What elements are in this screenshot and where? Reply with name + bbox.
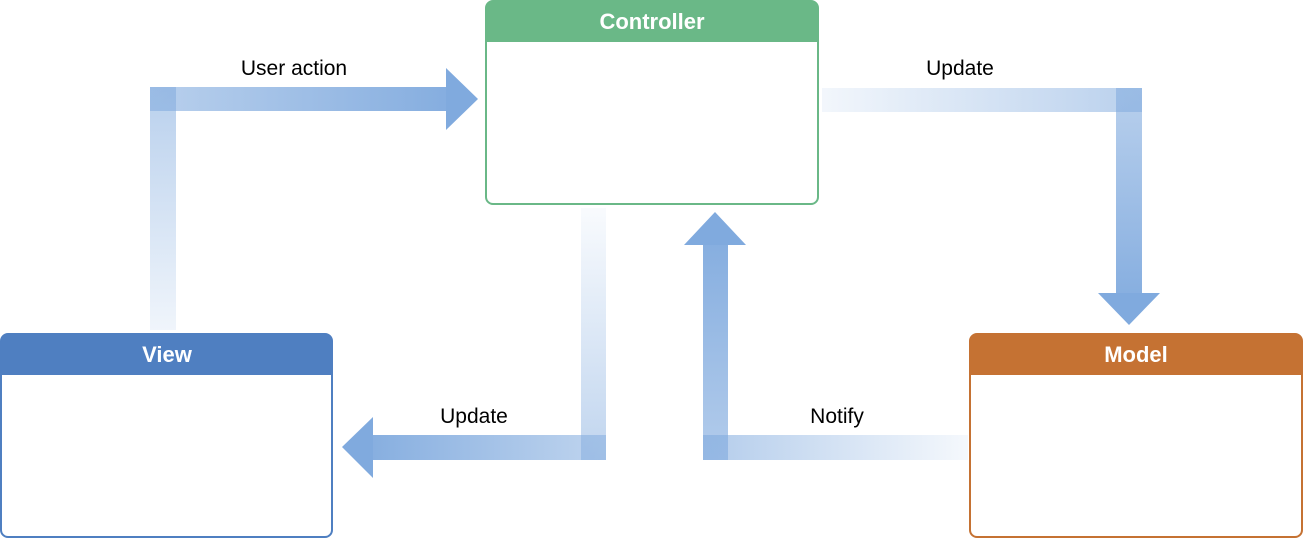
update-model-label: Update bbox=[926, 57, 994, 80]
view-box: View bbox=[0, 333, 333, 538]
controller-title: Controller bbox=[599, 9, 705, 34]
update-model-arrow bbox=[822, 88, 1160, 325]
controller-box: Controller bbox=[485, 0, 819, 205]
view-header bbox=[1, 334, 332, 375]
update-view-label: Update bbox=[440, 405, 508, 428]
controller-header bbox=[486, 1, 818, 42]
user-action-arrow bbox=[150, 68, 478, 330]
update-view-arrow bbox=[342, 208, 606, 478]
model-header bbox=[970, 334, 1302, 375]
user-action-label: User action bbox=[241, 57, 347, 80]
notify-arrow bbox=[684, 212, 968, 460]
notify-label: Notify bbox=[810, 405, 864, 428]
model-box: Model bbox=[969, 333, 1303, 538]
view-title: View bbox=[142, 342, 193, 367]
model-title: Model bbox=[1104, 342, 1168, 367]
